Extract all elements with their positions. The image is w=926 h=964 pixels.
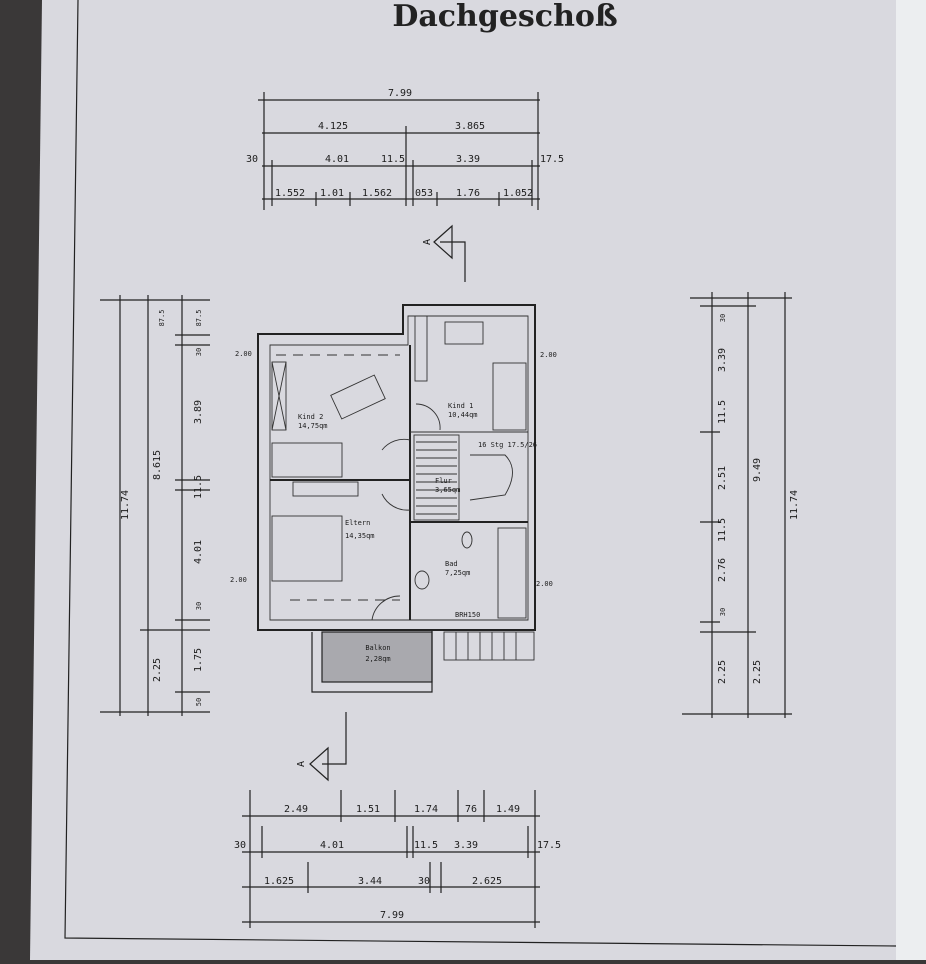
dim-label: 30 (418, 876, 430, 887)
dim-label: 87.5 (158, 310, 166, 327)
room-kind2-area: 14,75qm (298, 422, 328, 430)
bottom-dimensions: 2.49 1.51 1.74 76 1.49 30 4.01 11.5 3.39… (234, 790, 561, 928)
sink (414, 570, 430, 590)
room-bad-area: 7,25qm (445, 569, 470, 577)
dim-label: 30 (719, 314, 727, 322)
room-labels: Kind 2 14,75qm Kind 1 10,44qm Flur 3,65q… (230, 350, 557, 663)
stair-landing (413, 434, 460, 521)
room-balkon-area: 2,28qm (365, 655, 390, 663)
dim-label: 2.25 (752, 660, 763, 684)
room-balkon-name: Balkon (365, 644, 390, 652)
dim-label: 11.5 (193, 475, 204, 499)
dim-label: 3.39 (454, 840, 478, 851)
toilet (461, 531, 473, 549)
railing (443, 631, 535, 661)
window-label: BRH150 (455, 611, 480, 619)
dim-label: 1.76 (456, 188, 480, 199)
level-label: 2.00 (536, 580, 553, 588)
wardrobe (414, 315, 428, 382)
bathtub (497, 527, 527, 619)
room-flur-area: 3,65qm (435, 486, 460, 494)
dim-label: 17.5 (537, 840, 561, 851)
section-marker-top: A (422, 224, 466, 282)
paper-edge (896, 0, 926, 960)
dim-label: 11.74 (120, 490, 131, 520)
room-eltern-area: 14,35qm (345, 532, 375, 540)
dim-label: 2.25 (152, 658, 163, 682)
room-kind1-name: Kind 1 (448, 402, 473, 410)
dim-label: 7.99 (388, 88, 412, 99)
dim-label: 11.5 (717, 518, 728, 542)
dim-label: 7.99 (380, 910, 404, 921)
dim-label: 9.49 (752, 458, 763, 482)
desk (444, 321, 484, 345)
dim-label: 1.75 (193, 648, 204, 672)
stair-label: 16 Stg 17.5/26 (478, 441, 537, 449)
dim-label: 4.125 (318, 121, 348, 132)
dim-label: 1.51 (356, 804, 380, 815)
dim-label: 3.44 (358, 876, 382, 887)
dim-label: 87.5 (195, 310, 203, 327)
dim-label: 1.49 (496, 804, 520, 815)
svg-text:A: A (422, 239, 433, 245)
dim-label: 4.01 (325, 154, 349, 165)
dim-label: 30 (195, 348, 203, 356)
dim-label: 4.01 (320, 840, 344, 851)
right-dimensions: 30 3.39 11.5 2.51 11.5 2.76 30 2.25 9.49… (682, 292, 800, 718)
dim-label: 2.25 (717, 660, 728, 684)
dim-label: 3.39 (717, 348, 728, 372)
drawing-frame (64, 0, 897, 947)
svg-text:A: A (296, 761, 307, 767)
dim-label: 11.5 (381, 154, 405, 165)
dim-label: 1.625 (264, 876, 294, 887)
dim-label: 2.76 (717, 558, 728, 582)
dim-label: 2.49 (284, 804, 308, 815)
dim-label: 30 (719, 608, 727, 616)
dim-label: 4.01 (193, 540, 204, 564)
dim-label: 3.865 (455, 121, 485, 132)
room-kind1-area: 10,44qm (448, 411, 478, 419)
dim-label: 2.51 (717, 466, 728, 490)
dim-label: 30 (246, 154, 258, 165)
wardrobe (292, 481, 359, 497)
room-bad-name: Bad (445, 560, 458, 568)
bed (271, 442, 343, 478)
bed (492, 362, 527, 431)
section-marker-bottom: A (296, 712, 347, 782)
room-kind2-name: Kind 2 (298, 413, 323, 421)
dim-label: 11.5 (717, 400, 728, 424)
dim-label: 053 (415, 188, 433, 199)
dim-label: 11.5 (414, 840, 438, 851)
spiral-stair (469, 454, 513, 501)
plan-title: Dachgeschoß (392, 0, 617, 34)
level-label: 2.00 (235, 350, 252, 358)
desk (330, 374, 386, 420)
dim-label: 3.39 (456, 154, 480, 165)
dim-label: 17.5 (540, 154, 564, 165)
dim-label: 50 (195, 698, 203, 706)
room-flur-name: Flur (435, 477, 452, 485)
double-bed (271, 515, 343, 582)
dim-label: 3.89 (193, 400, 204, 424)
level-label: 2.00 (540, 351, 557, 359)
dim-label: 30 (195, 602, 203, 610)
left-dimensions: 11.74 8.615 2.25 87.5 87.5 30 3.89 11.5 … (100, 295, 210, 716)
level-label: 2.00 (230, 576, 247, 584)
dim-label: 1.552 (275, 188, 305, 199)
top-dimensions: 7.99 4.125 3.865 30 4.01 11.5 3.39 17.5 … (246, 88, 564, 210)
dim-label: 1.74 (414, 804, 438, 815)
dim-label: 30 (234, 840, 246, 851)
dim-label: 11.74 (789, 490, 800, 520)
dim-label: 76 (465, 804, 477, 815)
dim-label: 1.01 (320, 188, 344, 199)
room-eltern-name: Eltern (345, 519, 370, 527)
paper-sheet (30, 0, 896, 960)
dim-label: 1.052 (503, 188, 533, 199)
wardrobe (271, 361, 287, 431)
floor-plan (257, 304, 536, 693)
dim-label: 2.625 (472, 876, 502, 887)
dim-label: 1.562 (362, 188, 392, 199)
dim-label: 8.615 (152, 450, 163, 480)
